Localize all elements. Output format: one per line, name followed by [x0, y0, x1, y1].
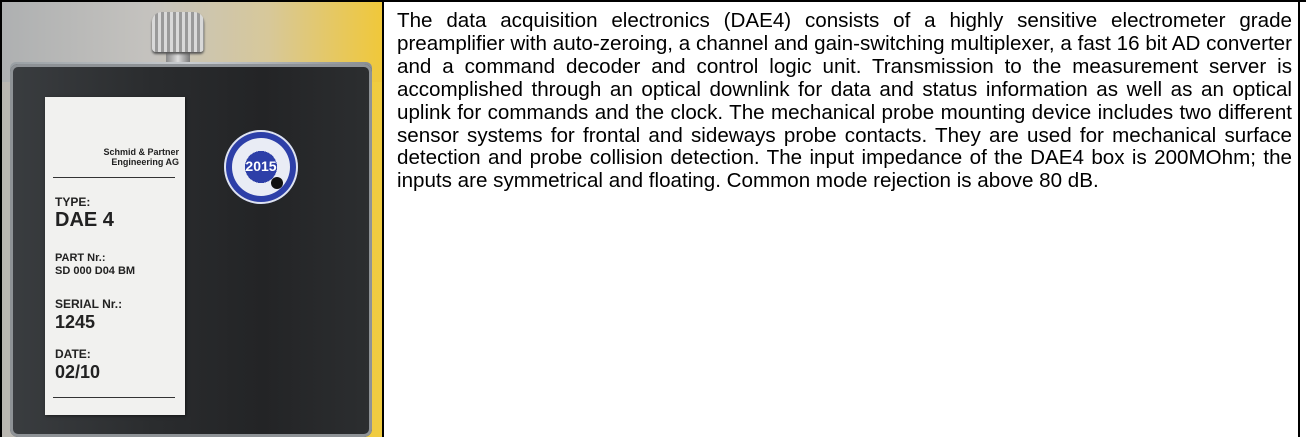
- label-serial-key: SERIAL Nr.:: [55, 297, 123, 311]
- calibration-sticker: 2015: [224, 130, 298, 204]
- sticker-punch-hole: [271, 177, 283, 189]
- label-part-key: PART Nr.:: [55, 252, 106, 264]
- label-type-value: DAE 4: [55, 209, 114, 231]
- table-border-top: [0, 0, 1306, 2]
- sticker-year: 2015: [245, 158, 277, 174]
- description-paragraph: The data acquisition electronics (DAE4) …: [397, 9, 1292, 193]
- label-date-key: DATE:: [55, 347, 91, 361]
- label-type-key: TYPE:: [55, 195, 91, 209]
- device-label: Schmid & Partner Engineering AG TYPE: DA…: [45, 97, 185, 415]
- label-company: Schmid & Partner Engineering AG: [103, 147, 179, 167]
- dae4-photo: Schmid & Partner Engineering AG TYPE: DA…: [2, 2, 382, 437]
- connector-knob: [152, 12, 204, 52]
- label-serial-value: 1245: [55, 312, 96, 332]
- label-divider-top: [53, 177, 175, 178]
- label-part-value: SD 000 D04 BM: [55, 265, 136, 277]
- table-divider: [382, 0, 384, 437]
- table-border-right: [1298, 0, 1300, 437]
- label-date-value: 02/10: [55, 362, 101, 382]
- label-divider-bottom: [53, 397, 175, 398]
- table-border-left: [0, 0, 2, 437]
